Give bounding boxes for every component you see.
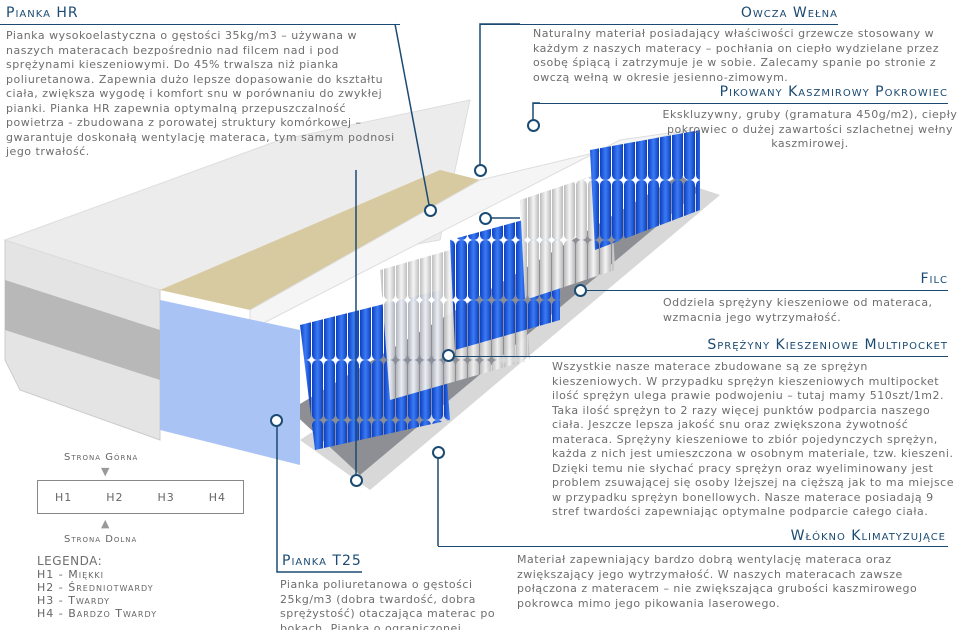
marker-pianka-t25 [270, 414, 283, 427]
text-owcza-welna: Naturalny materiał posiadający właściwoś… [533, 27, 939, 84]
legend-h3: H3 - Twardy [37, 594, 111, 607]
text-sprezyny: Wszystkie nasze materace zbudowane są ze… [552, 360, 954, 518]
marker-owcza-welna [474, 164, 487, 177]
rule-owcza-welna [480, 24, 838, 25]
hardness-h1: H1 [54, 490, 73, 504]
legend-h2: H2 - Średniotwardy [37, 581, 154, 594]
rule-pokrowiec [533, 103, 948, 104]
heading-filc: Filc [920, 271, 948, 287]
springs-grey-back [520, 170, 615, 300]
text-wlokno: Materiał zapewniający bardzo dobrą wenty… [517, 553, 918, 610]
hardness-h3: H3 [157, 490, 175, 504]
arrow-down-icon: ▼ [101, 465, 110, 478]
heading-pokrowiec: Pikowany Kaszmirowy Pokrowiec [719, 84, 948, 100]
rule-pianka-hr [0, 24, 400, 25]
cover-band [5, 280, 160, 380]
marker-pianka-hr [424, 204, 437, 217]
hardness-h2: H2 [106, 490, 124, 504]
text-filc: Oddziela sprężyny kieszeniowe od materac… [663, 296, 933, 324]
rule-sprezyny [450, 356, 948, 357]
text-pokrowiec: Ekskluzywny, gruby (gramatura 450g/m2), … [662, 108, 958, 150]
hardness-scale: H1 H2 H3 H4 [37, 480, 244, 514]
rule-filc [585, 290, 948, 291]
springs-blue-back [590, 130, 700, 250]
heading-pianka-hr: Pianka HR [6, 5, 79, 21]
wool-layer [160, 170, 480, 310]
legend-title: LEGENDA: [37, 554, 103, 568]
marker-wlokno [432, 446, 445, 459]
t25-foam [160, 300, 300, 465]
bottom-side-label: Strona Dolna [64, 534, 138, 545]
marker-base [350, 474, 363, 487]
legend-h4: H4 - Bardzo Twardy [37, 607, 158, 620]
heading-sprezyny: Sprężyny Kieszeniowe Multipocket [707, 337, 948, 353]
marker-sprezyny [442, 349, 455, 362]
heading-pianka-t25: Pianka T25 [282, 553, 362, 569]
hardness-h4: H4 [208, 490, 227, 504]
heading-wlokno: Włókno Klimatyzujące [790, 528, 946, 544]
text-pianka-hr: Pianka wysokoelastyczna o gęstości 35kg/… [6, 29, 395, 158]
marker-pokrowiec [527, 119, 540, 132]
heading-owcza-welna: Owcza Wełna [740, 5, 838, 21]
rule-wlokno [438, 546, 948, 547]
top-side-label: Strona Górna [64, 452, 139, 463]
text-pianka-t25: Pianka poliuretanowa o gęstości 25kg/m3 … [280, 578, 496, 630]
marker-springs-top [479, 212, 492, 225]
legend-h1: H1 - Miękki [37, 568, 104, 581]
marker-filc [574, 284, 587, 297]
arrow-up-icon: ▲ [101, 517, 110, 530]
